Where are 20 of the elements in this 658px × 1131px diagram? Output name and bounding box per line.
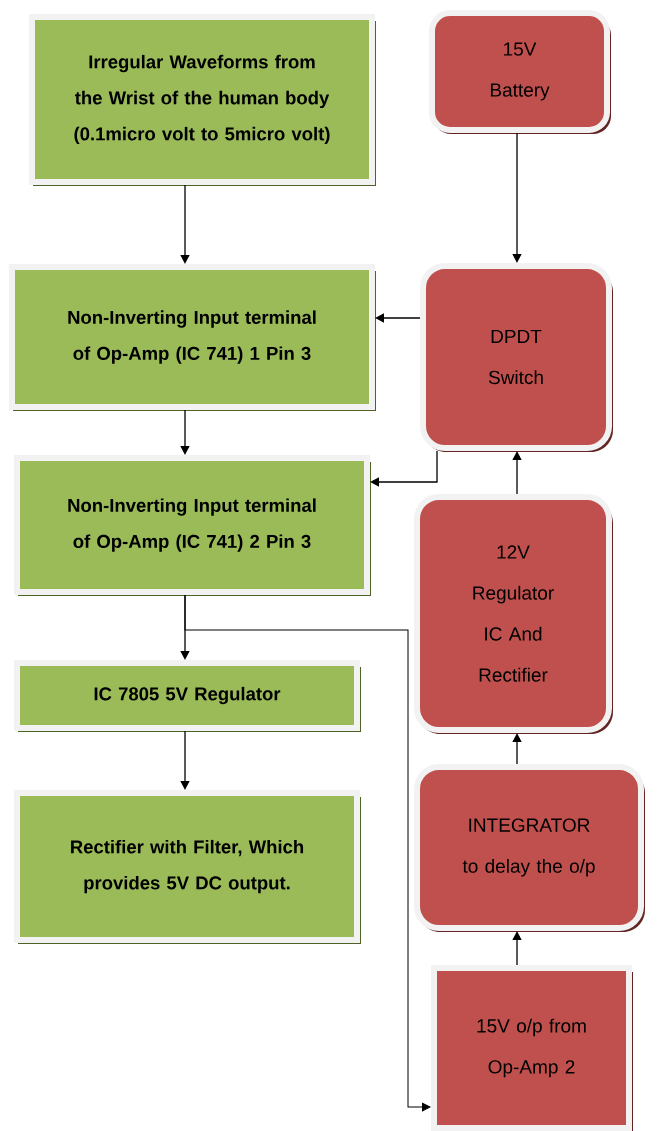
arrow — [512, 132, 522, 263]
process-box: Rectifier with Filter, Which provides 5V DC output. — [14, 790, 361, 944]
process-box: Non-Inverting Input terminal of Op-Amp (IC 741) 1 Pin 3 — [9, 264, 376, 411]
arrow — [180, 409, 190, 455]
arrow — [512, 931, 522, 966]
process-box: INTEGRATOR to delay the o/p — [414, 764, 645, 932]
arrow — [180, 184, 190, 264]
arrow — [370, 450, 438, 487]
arrow — [512, 451, 522, 495]
process-box: 15V Battery — [429, 10, 611, 134]
arrow — [375, 313, 421, 323]
process-box: 15V o/p from Op-Amp 2 — [431, 965, 633, 1131]
arrow — [512, 733, 522, 765]
arrow — [180, 730, 190, 790]
process-box: IC 7805 5V Regulator — [14, 660, 361, 732]
process-box: 12V Regulator IC And Rectifier — [414, 494, 613, 734]
process-box: Irregular Waveforms from the Wrist of the human body (0.1micro volt to 5micro volt) — [29, 14, 376, 186]
process-box: Non-Inverting Input terminal of Op-Amp (IC 741) 2 Pin 3 — [14, 455, 371, 596]
process-box: DPDT Switch — [420, 263, 613, 452]
arrow — [184, 594, 431, 1112]
